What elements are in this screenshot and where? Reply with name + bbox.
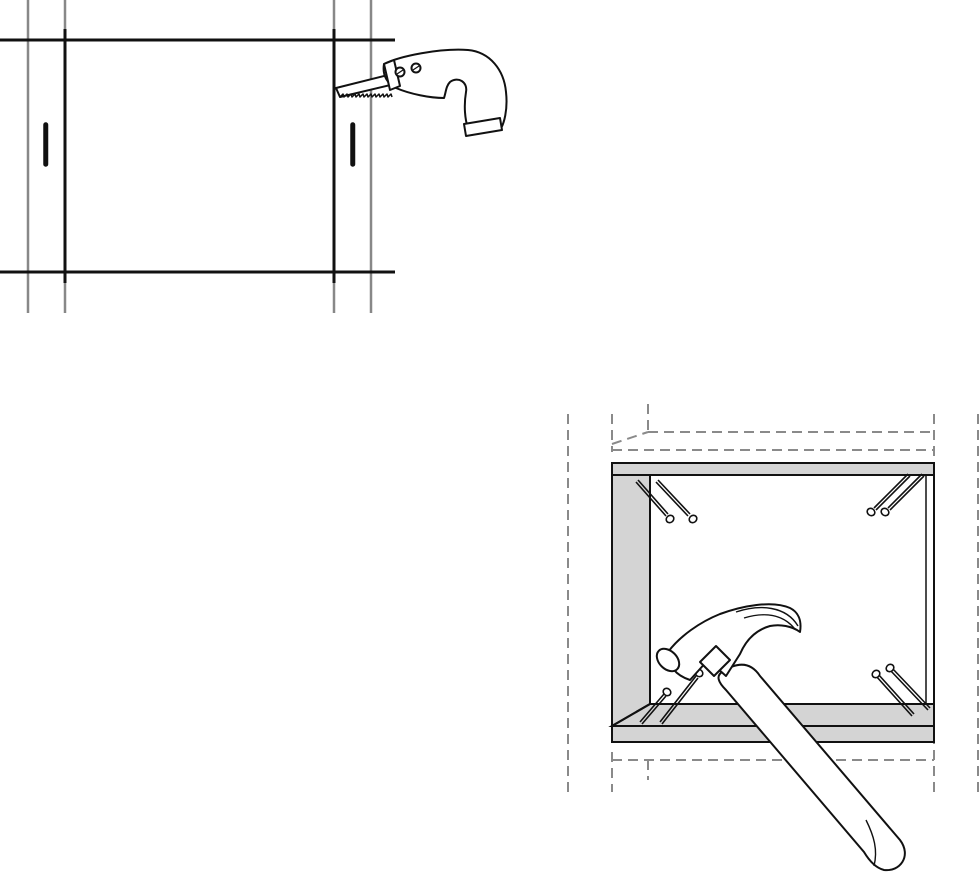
stud-slot-left	[44, 123, 48, 166]
saw-icon	[336, 50, 507, 136]
stud-slot-marks	[44, 123, 355, 166]
stud-slot-right	[351, 123, 355, 166]
frame-left-board	[612, 475, 650, 726]
frame-box-figure	[568, 404, 978, 870]
cut-opening-figure	[0, 0, 507, 313]
saw-teeth	[340, 94, 392, 97]
stud-lines	[28, 0, 371, 313]
opening-outline	[0, 29, 395, 283]
frame-top-board	[612, 463, 934, 475]
